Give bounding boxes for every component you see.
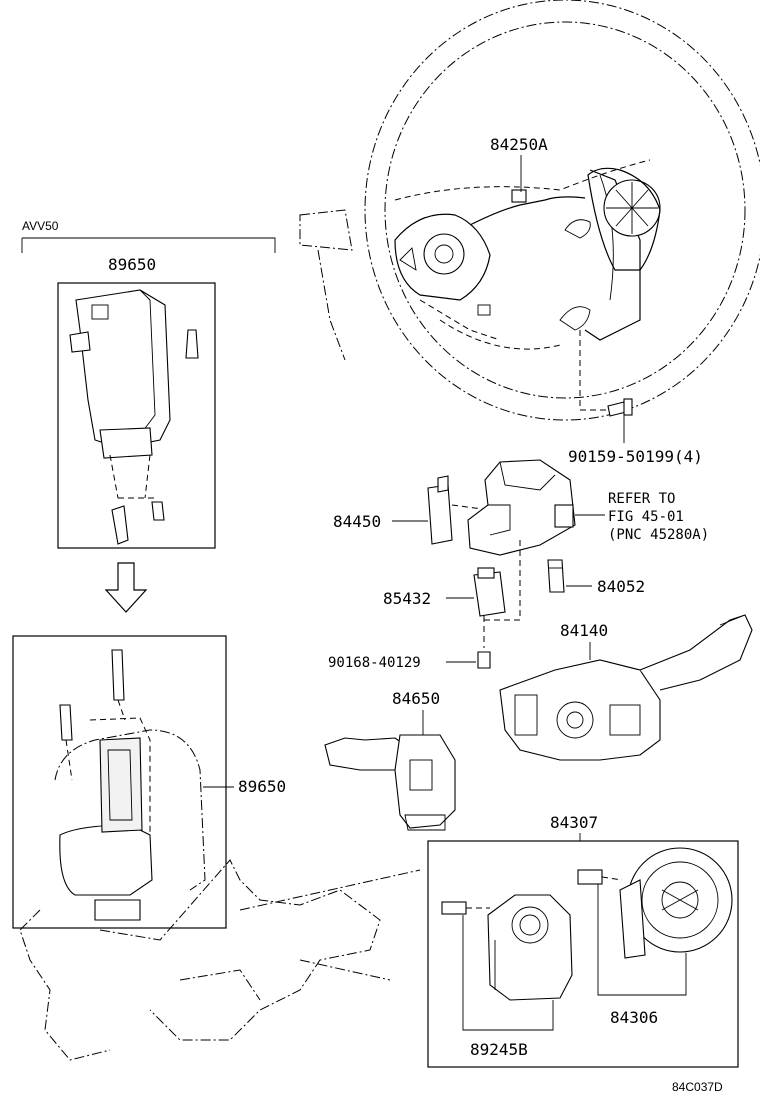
part-84140 — [499, 614, 753, 761]
screw-90159 — [607, 398, 633, 417]
refer-line1: REFER TO — [608, 491, 675, 507]
label-84307: 84307 — [550, 813, 598, 832]
label-84052: 84052 — [597, 577, 645, 596]
steering-wheel — [299, 0, 760, 421]
refer-line3: (PNC 45280A) — [608, 527, 709, 543]
label-84650: 84650 — [392, 689, 440, 708]
variant-tag: AVV50 — [22, 219, 59, 233]
label-89650-side: 89650 — [238, 777, 286, 796]
steering-lock-installed — [54, 649, 206, 921]
label-90168: 90168-40129 — [328, 655, 421, 671]
part-84650 — [324, 734, 456, 831]
arrow-down-icon — [104, 562, 148, 613]
label-89650-top: 89650 — [108, 255, 156, 274]
box-89650-side — [12, 635, 227, 929]
diagram-id: 84C037D — [672, 1080, 723, 1094]
label-90159: 90159-50199(4) — [568, 447, 703, 466]
label-84250a: 84250A — [490, 135, 548, 154]
label-84140: 84140 — [560, 621, 608, 640]
steering-column-dashed — [19, 859, 421, 1061]
column-housing — [467, 459, 605, 621]
part-85432 — [473, 567, 506, 648]
label-84450: 84450 — [333, 512, 381, 531]
screw-90168 — [477, 651, 491, 669]
part-89245b — [441, 894, 573, 1001]
label-89245b: 89245B — [470, 1040, 528, 1059]
part-84052 — [547, 559, 565, 593]
label-84306: 84306 — [610, 1008, 658, 1027]
box-89650-top — [57, 282, 216, 549]
label-85432: 85432 — [383, 589, 431, 608]
refer-line2: FIG 45-01 — [608, 509, 684, 525]
part-84306 — [577, 847, 733, 959]
steering-lock-top — [69, 289, 199, 545]
box-84307 — [427, 840, 739, 1068]
